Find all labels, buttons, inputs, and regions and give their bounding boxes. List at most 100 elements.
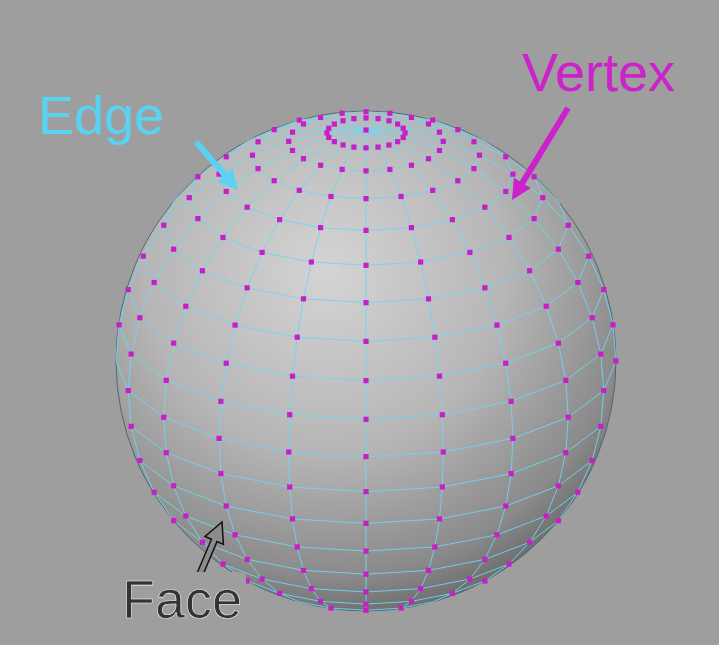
mesh-edge	[293, 137, 329, 150]
mesh-edge	[558, 225, 568, 249]
mesh-edge	[128, 354, 131, 390]
mesh-edge	[452, 220, 470, 253]
mesh-vertex	[195, 216, 200, 221]
mesh-vertex	[301, 568, 306, 573]
mesh-edge	[442, 401, 511, 414]
mesh-edge	[174, 249, 203, 271]
mesh-vertex	[363, 115, 368, 120]
mesh-vertex	[363, 228, 368, 233]
mesh-vertex	[506, 561, 511, 566]
mesh-edge	[128, 290, 140, 318]
mesh-edge	[558, 343, 565, 380]
mesh-edge	[366, 303, 367, 342]
mesh-edge	[389, 145, 411, 165]
mesh-edge	[366, 197, 401, 199]
mesh-edge	[366, 547, 435, 551]
mesh-vertex	[482, 557, 487, 562]
mesh-vertex	[590, 315, 595, 320]
mesh-edge	[366, 130, 367, 148]
mesh-edge	[226, 325, 235, 363]
mesh-edge	[511, 401, 513, 438]
mesh-edge	[235, 535, 247, 560]
mesh-edge	[329, 128, 366, 130]
mesh-vertex	[575, 280, 580, 285]
mesh-vertex	[363, 300, 368, 305]
mesh-edge	[433, 181, 458, 191]
mesh-vertex	[601, 388, 606, 393]
mesh-vertex	[332, 139, 337, 144]
mesh-edge	[342, 112, 366, 113]
mesh-edge	[366, 419, 367, 456]
edge-arrow	[194, 140, 238, 190]
mesh-vertex	[363, 339, 368, 344]
mesh-vertex	[566, 415, 571, 420]
mesh-edge	[497, 306, 546, 325]
mesh-vertex	[340, 142, 345, 147]
mesh-edge	[506, 474, 511, 506]
mesh-edge	[164, 380, 166, 417]
mesh-vertex	[437, 130, 442, 135]
mesh-edge	[433, 190, 453, 219]
mesh-vertex	[328, 606, 333, 611]
mesh-edge	[558, 249, 577, 282]
mesh-vertex	[164, 378, 169, 383]
mesh-edge	[140, 460, 154, 492]
mesh-edge	[485, 192, 506, 208]
mesh-edge	[452, 579, 470, 593]
mesh-vertex	[171, 483, 176, 488]
mesh-edge	[202, 271, 247, 288]
mesh-edge	[470, 559, 485, 579]
mesh-vertex	[200, 268, 205, 273]
mesh-vertex	[403, 130, 408, 135]
mesh-edge	[299, 165, 320, 190]
mesh-edge	[568, 225, 588, 256]
mesh-vertex	[161, 223, 166, 228]
mesh-edge	[497, 516, 546, 535]
mesh-vertex	[409, 115, 414, 120]
mesh-edge	[116, 325, 119, 361]
mesh-edge	[293, 337, 298, 376]
mesh-edge	[421, 570, 429, 588]
mesh-vertex	[363, 549, 368, 554]
mesh-vertex	[318, 115, 323, 120]
mesh-edge	[154, 282, 186, 306]
mesh-edge	[247, 581, 280, 593]
mesh-edge	[235, 325, 297, 337]
mesh-edge	[128, 391, 164, 418]
mesh-edge	[280, 593, 300, 602]
mesh-vertex	[395, 121, 400, 126]
mesh-edge	[304, 570, 367, 574]
mesh-edge	[366, 551, 367, 574]
mesh-vertex	[220, 235, 225, 240]
mesh-edge	[331, 197, 366, 199]
mesh-edge	[311, 262, 366, 265]
mesh-vertex	[218, 399, 223, 404]
mesh-vertex	[440, 484, 445, 489]
mesh-vertex	[363, 489, 368, 494]
mesh-edge	[321, 197, 331, 228]
mesh-edge	[331, 608, 366, 610]
mesh-edge	[290, 376, 293, 415]
mesh-edge	[601, 391, 604, 427]
mesh-edge	[174, 177, 198, 202]
mesh-edge	[511, 453, 566, 474]
mesh-vertex	[171, 518, 176, 523]
mesh-vertex	[297, 188, 302, 193]
mesh-vertex	[340, 111, 345, 116]
mesh-edge	[366, 112, 390, 113]
mesh-edge	[411, 165, 432, 190]
mesh-edge	[297, 547, 366, 551]
mesh-vertex	[532, 174, 537, 179]
mesh-edge	[247, 252, 262, 287]
mesh-edge	[198, 219, 223, 238]
mesh-edge	[366, 519, 439, 523]
mesh-vertex	[286, 449, 291, 454]
mesh-edge	[366, 452, 443, 457]
mesh-edge	[198, 192, 226, 219]
mesh-edge	[174, 486, 227, 506]
mesh-vertex	[232, 532, 237, 537]
mesh-edge	[530, 516, 547, 542]
mesh-vertex	[295, 544, 300, 549]
mesh-edge	[219, 438, 221, 473]
mesh-edge	[128, 256, 143, 289]
